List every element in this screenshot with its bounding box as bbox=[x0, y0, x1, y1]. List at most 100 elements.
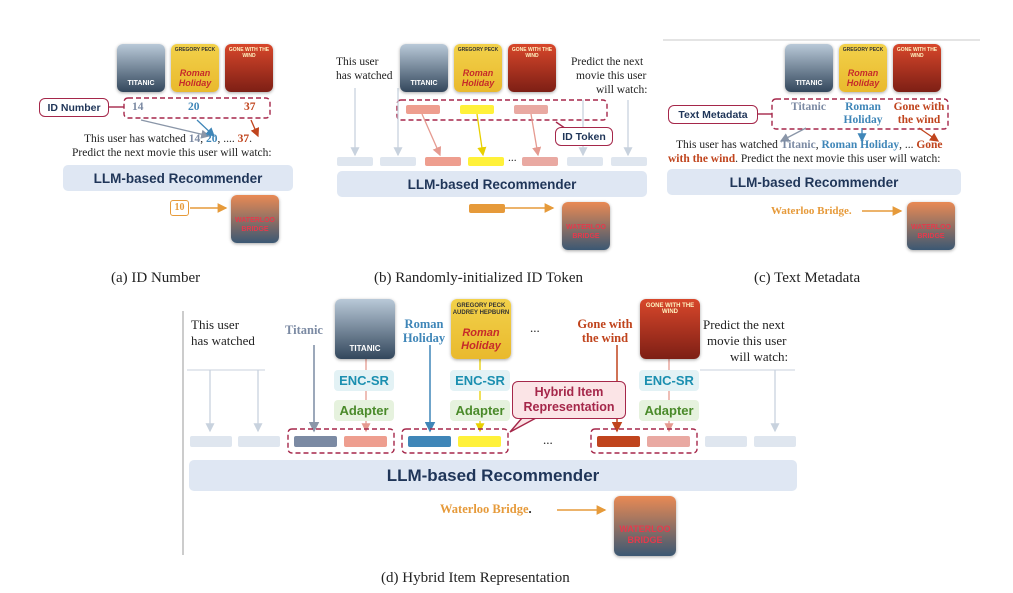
context-token-b4 bbox=[611, 157, 647, 166]
poster-title: TITANIC bbox=[349, 344, 381, 353]
panel-b-left-line2: has watched bbox=[336, 70, 393, 82]
arrow-b-token1 bbox=[421, 113, 442, 157]
hybrid-dashed-box-1 bbox=[287, 428, 395, 454]
id-embed-b1 bbox=[425, 157, 461, 166]
caption-d: (d) Hybrid Item Representation bbox=[381, 570, 570, 586]
hybrid-dashed-box-2 bbox=[401, 428, 509, 454]
id-number-callout: ID Number bbox=[39, 98, 109, 117]
title-d-roman: Roman Holiday bbox=[402, 317, 446, 345]
output-d-period: . bbox=[528, 502, 532, 516]
id-14: 14 bbox=[132, 101, 144, 113]
waterloo-poster-b: WATERLOO BRIDGE bbox=[562, 202, 610, 250]
hybrid-id-1 bbox=[344, 436, 387, 447]
context-token-b3 bbox=[567, 157, 603, 166]
poster-title: TITANIC bbox=[127, 80, 155, 87]
hybrid-callout: Hybrid Item Representation bbox=[512, 381, 626, 419]
sentence-title: with the wind bbox=[668, 153, 736, 165]
poster-actor: GREGORY PECK bbox=[457, 47, 499, 53]
hybrid-id-3 bbox=[647, 436, 690, 447]
poster-title: GONE WITH THE WIND bbox=[645, 303, 695, 315]
arrow-a-14 bbox=[140, 119, 211, 139]
context-token-d2 bbox=[238, 436, 280, 447]
titanic-poster-d: TITANIC bbox=[335, 299, 395, 359]
titanic-poster-c: TITANIC bbox=[785, 44, 833, 92]
poster-title: Holiday bbox=[461, 340, 501, 352]
poster-title: BRIDGE bbox=[627, 535, 663, 545]
waterloo-poster-d: WATERLOO BRIDGE bbox=[614, 496, 676, 556]
adapter-box-3: Adapter bbox=[639, 400, 699, 421]
sentence-text: This user has watched bbox=[84, 133, 189, 145]
arrow-b-token3 bbox=[530, 113, 542, 157]
id-token-2 bbox=[460, 105, 494, 114]
sentence-text: , .... bbox=[217, 133, 238, 145]
sentence-title: Titanic bbox=[780, 139, 816, 151]
poster-title: Holiday bbox=[846, 78, 880, 88]
ellipsis-b: ... bbox=[508, 152, 517, 164]
sentence-a-line1: This user has watched 14, 20, .... 37. bbox=[84, 133, 252, 145]
ellipsis-d-top: ... bbox=[530, 320, 540, 335]
ellipsis-d: ... bbox=[543, 432, 553, 447]
sentence-text: . Predict the next movie this user will … bbox=[735, 153, 941, 165]
title-c-roman: Roman Holiday bbox=[843, 101, 883, 126]
poster-title: Roman bbox=[462, 68, 494, 78]
sentence-id: 20 bbox=[206, 133, 218, 145]
poster-title: WATERLOO bbox=[911, 224, 951, 231]
sentence-text: , ... bbox=[899, 139, 917, 151]
panel-d-right-line1: Predict the next bbox=[703, 317, 785, 332]
title-c-titanic: Titanic bbox=[791, 101, 826, 113]
poster-title: GONE WITH THE WIND bbox=[511, 47, 553, 59]
sentence-id: 14 bbox=[188, 133, 201, 145]
id-token-callout: ID Token bbox=[555, 127, 613, 146]
poster-title: BRIDGE bbox=[917, 233, 945, 240]
gwtw-poster-c: GONE WITH THE WIND bbox=[893, 44, 941, 92]
hybrid-dashed-box-3 bbox=[590, 428, 698, 454]
context-token-b2 bbox=[380, 157, 416, 166]
roman-holiday-poster-d: GREGORY PECK AUDREY HEPBURN Roman Holida… bbox=[451, 299, 511, 359]
context-token-b1 bbox=[337, 157, 373, 166]
panel-b-left-line1: This user bbox=[336, 56, 379, 68]
id-number-dashed-box bbox=[123, 97, 271, 119]
poster-title: TITANIC bbox=[795, 80, 823, 87]
id-20: 20 bbox=[188, 101, 200, 113]
poster-actor: GREGORY PECK bbox=[174, 47, 216, 53]
id-token-3 bbox=[514, 105, 548, 114]
enc-sr-box-2: ENC-SR bbox=[450, 370, 510, 391]
caption-b: (b) Randomly-initialized ID Token bbox=[374, 270, 584, 286]
id-token-dashed-box bbox=[396, 99, 608, 121]
arrow-c-gwtw bbox=[918, 127, 940, 142]
output-d-title: Waterloo Bridge bbox=[440, 502, 529, 516]
sentence-title: Gone bbox=[916, 139, 943, 151]
poster-title: GONE WITH THE WIND bbox=[896, 47, 938, 59]
poster-title: WATERLOO bbox=[619, 524, 671, 534]
poster-title: Roman bbox=[462, 327, 500, 339]
poster-actor: GREGORY PECK bbox=[456, 303, 506, 309]
context-token-d4 bbox=[754, 436, 796, 447]
llm-recommender-c: LLM-based Recommender bbox=[667, 169, 961, 195]
id-37: 37 bbox=[244, 101, 256, 113]
poster-title: Roman bbox=[847, 68, 879, 78]
panel-d-right-line2: movie this user bbox=[707, 333, 787, 348]
title-d-titanic: Titanic bbox=[285, 323, 323, 337]
sentence-title: Roman Holiday bbox=[821, 139, 900, 151]
id-token-1 bbox=[406, 105, 440, 114]
titanic-poster-a: TITANIC bbox=[117, 44, 165, 92]
enc-sr-box-1: ENC-SR bbox=[334, 370, 394, 391]
text-metadata-callout: Text Metadata bbox=[668, 105, 758, 124]
panel-d-left-line2: has watched bbox=[191, 333, 255, 348]
waterloo-poster-a: WATERLOO BRIDGE bbox=[231, 195, 279, 243]
sentence-id: 37 bbox=[237, 133, 250, 145]
hybrid-sem-3 bbox=[597, 436, 640, 447]
output-id-10: 10 bbox=[170, 200, 189, 216]
output-d-text: Waterloo Bridge. bbox=[440, 503, 532, 516]
arrow-a-20 bbox=[196, 119, 215, 137]
waterloo-poster-c: WATERLOO BRIDGE bbox=[907, 202, 955, 250]
llm-recommender-d: LLM-based Recommender bbox=[189, 460, 797, 491]
roman-holiday-poster-c: GREGORY PECK Roman Holiday bbox=[839, 44, 887, 92]
id-embed-b2 bbox=[468, 157, 504, 166]
gwtw-poster-b: GONE WITH THE WIND bbox=[508, 44, 556, 92]
poster-title: BRIDGE bbox=[572, 233, 600, 240]
titanic-poster-b: TITANIC bbox=[400, 44, 448, 92]
hybrid-sem-2 bbox=[408, 436, 451, 447]
panel-b-right-line1: Predict the next bbox=[571, 56, 644, 68]
